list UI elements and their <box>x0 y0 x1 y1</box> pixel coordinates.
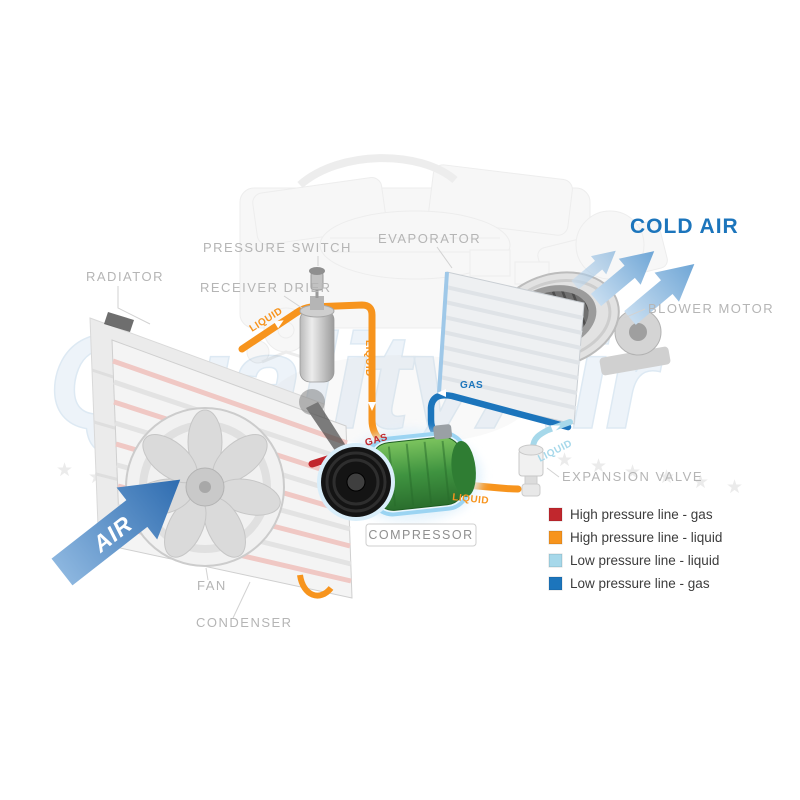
engine-ghost <box>239 154 668 445</box>
legend: High pressure line - gas High pressure l… <box>548 507 722 591</box>
cold-air-arrows <box>571 250 695 325</box>
compressor-label-box: COMPRESSOR <box>365 523 477 547</box>
flow-arrow-icon <box>437 389 446 397</box>
leader-lines <box>117 246 646 619</box>
star-icon: ★ <box>726 477 743 498</box>
pipe-label-liquid-down: LIQUID <box>363 340 374 377</box>
star-icon: ★ <box>658 467 675 488</box>
leader-line <box>546 467 560 478</box>
legend-item: High pressure line - liquid <box>548 530 722 545</box>
radiator-bracket <box>104 312 134 332</box>
pipe-label-gas-evap: GAS <box>460 380 483 391</box>
label-expansion-valve: EXPANSION VALVE <box>562 469 703 484</box>
label-radiator: RADIATOR <box>86 269 164 284</box>
expansion-valve-graphic <box>518 444 544 497</box>
star-icon: ★ <box>692 472 709 493</box>
legend-item: Low pressure line - gas <box>548 576 710 591</box>
receiver-drier-graphic <box>299 296 335 383</box>
label-compressor: COMPRESSOR <box>368 528 473 542</box>
cold-air-arrow-icon <box>624 264 695 325</box>
flow-arrow-icon <box>550 425 561 433</box>
legend-swatch <box>548 507 563 522</box>
legend-swatch <box>548 530 563 545</box>
legend-label: Low pressure line - liquid <box>570 553 719 568</box>
cold-air-arrow-icon <box>571 250 616 290</box>
evaporator-graphic <box>437 271 585 425</box>
compressor-graphic <box>299 389 482 522</box>
compressor-belt <box>306 402 348 455</box>
leader-line <box>232 581 251 619</box>
label-receiver-drier: RECEIVER DRIER <box>200 280 332 295</box>
leader-line <box>283 295 303 309</box>
label-fan: FAN <box>197 578 227 593</box>
legend-item: High pressure line - gas <box>548 507 713 522</box>
legend-label: High pressure line - liquid <box>570 530 722 545</box>
flow-arrow-icon <box>368 402 376 411</box>
pipe-label-liquid-valve: LIQUID <box>452 492 490 507</box>
leader-line <box>205 567 209 581</box>
label-blower-motor: BLOWER MOTOR <box>648 301 774 316</box>
cold-air-arrow-icon <box>590 251 655 307</box>
label-pressure-switch: PRESSURE SWITCH <box>203 240 352 255</box>
fan-graphic <box>125 407 285 567</box>
star-icon: ★ <box>56 460 73 481</box>
star-icon: ★ <box>556 450 573 471</box>
legend-label: High pressure line - gas <box>570 507 713 522</box>
leader-line <box>623 308 646 319</box>
star-icon: ★ <box>624 462 641 483</box>
cold-air-label: COLD AIR <box>630 215 739 238</box>
legend-swatch <box>548 553 563 568</box>
legend-swatch <box>548 576 563 591</box>
star-icon: ★ <box>590 456 607 477</box>
leader-line <box>436 246 453 269</box>
pressure-switch-graphic <box>309 267 325 298</box>
legend-item: Low pressure line - liquid <box>548 553 719 568</box>
legend-label: Low pressure line - gas <box>570 576 710 591</box>
leader-line <box>117 286 151 325</box>
flow-arrow-icon <box>273 320 284 329</box>
label-condenser: CONDENSER <box>196 615 293 630</box>
label-evaporator: EVAPORATOR <box>378 231 481 246</box>
condenser-outlet-pipe <box>297 574 334 599</box>
compressor-pulley <box>317 443 395 521</box>
